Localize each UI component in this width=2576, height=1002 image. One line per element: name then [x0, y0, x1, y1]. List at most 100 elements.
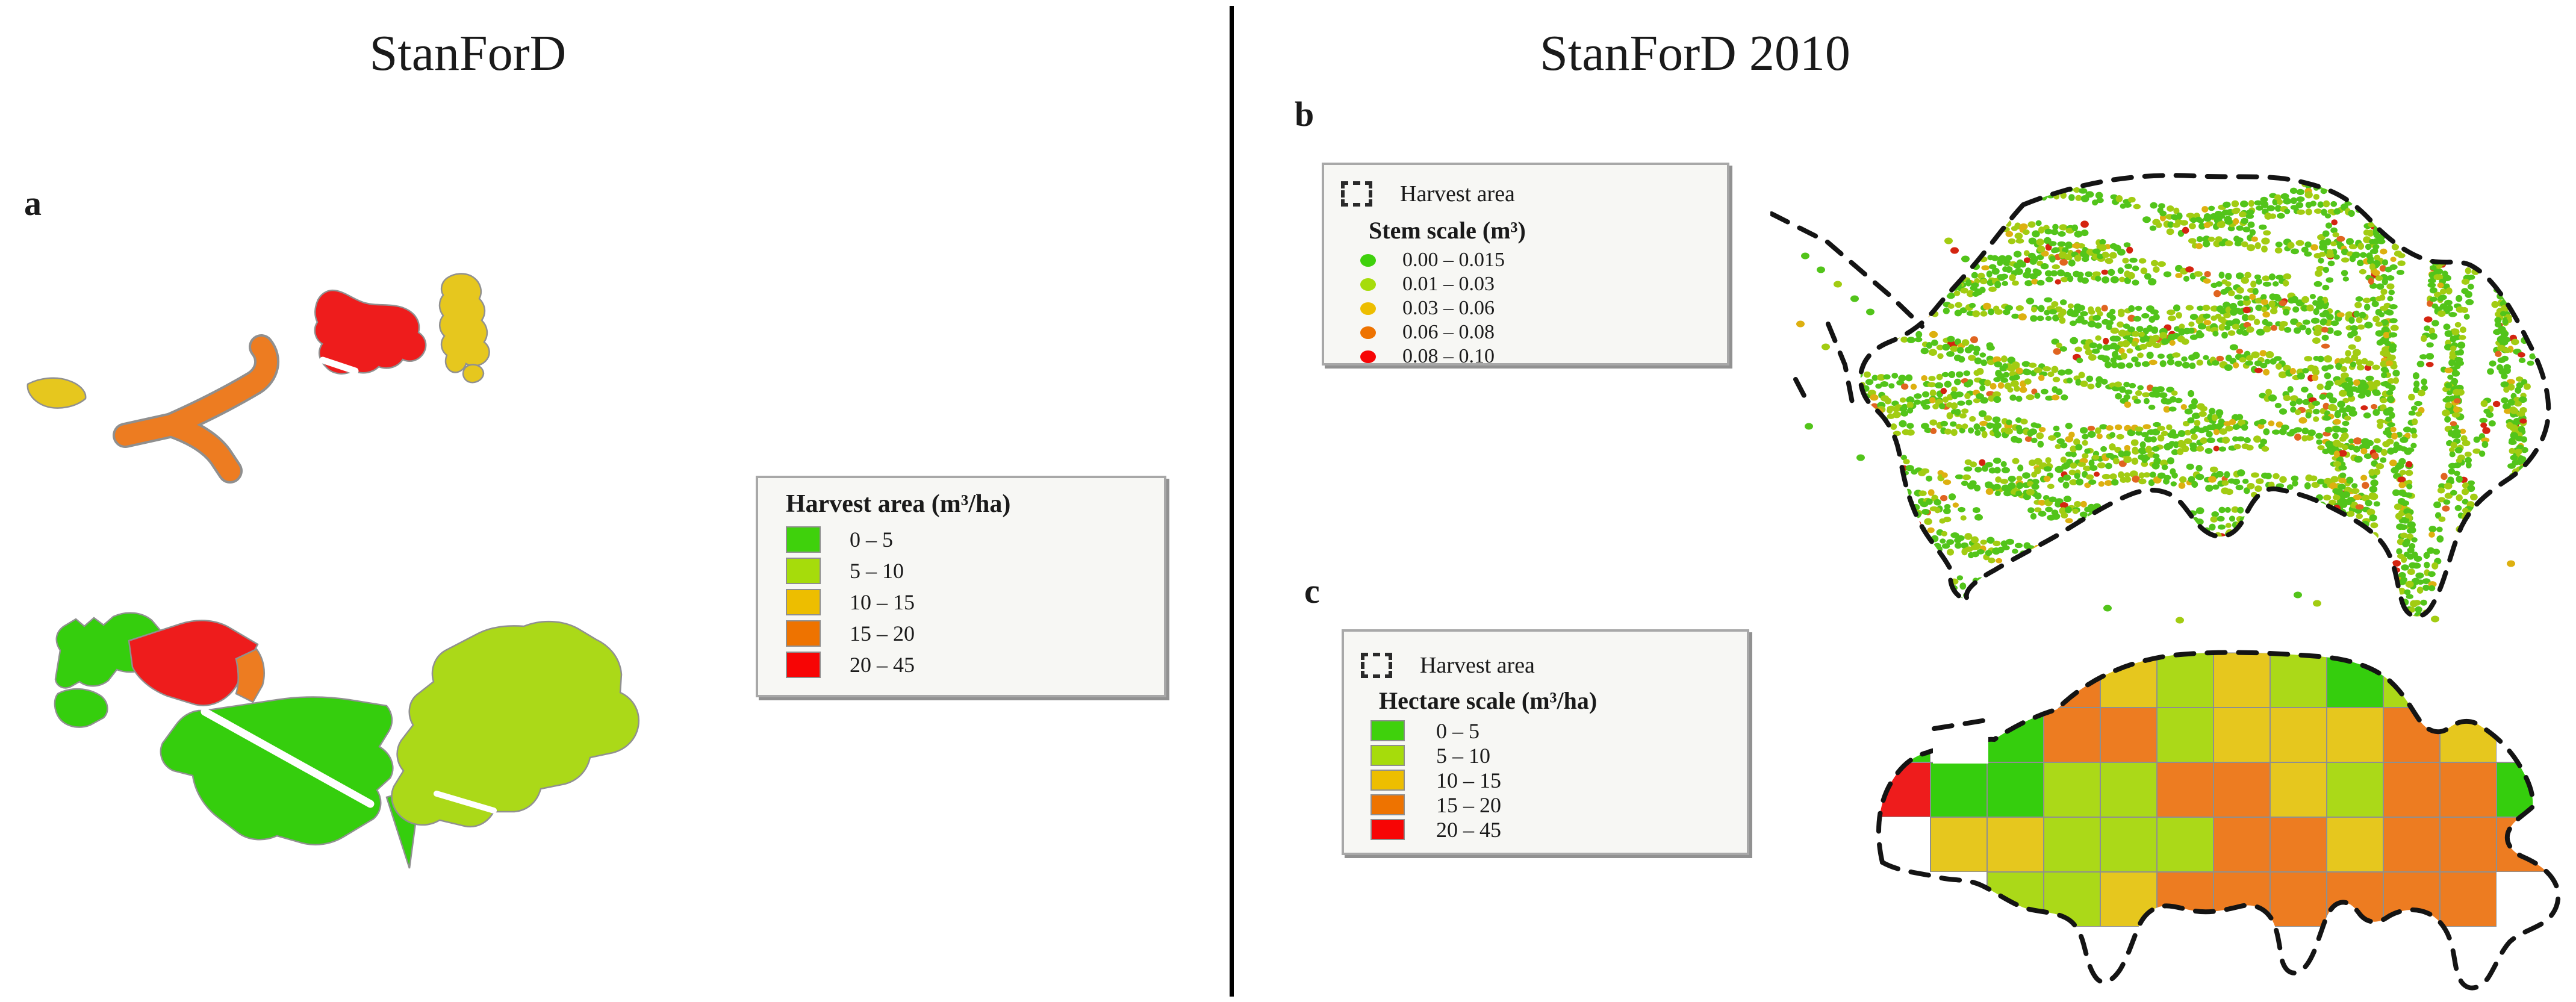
legend-item-label: 10 – 15	[1436, 768, 1501, 792]
hectare-cell	[1986, 817, 2044, 873]
harvest-area-boundary-c	[1876, 650, 2561, 991]
legend-item: 10 – 15	[786, 587, 1164, 618]
map-a-yellow-strip	[438, 273, 490, 373]
outside-stem-dot	[1944, 237, 1953, 244]
outside-stem-dot	[1796, 320, 1805, 328]
hectare-cell	[2270, 871, 2327, 927]
legend-item-label: 0.03 – 0.06	[1402, 297, 1495, 319]
legend-item: 0.08 – 0.10	[1340, 344, 1727, 369]
legend-item-label: 0.00 – 0.015	[1402, 249, 1505, 271]
hectare-cell	[2439, 707, 2497, 763]
hectare-cell	[1986, 871, 2044, 927]
hectare-cell	[2214, 927, 2270, 982]
legend-hectare-scale: Harvest area Hectare scale (m³/ha) 0 – 5…	[1342, 629, 1749, 855]
hectare-cell	[2156, 707, 2214, 763]
outside-stem-dot	[1817, 266, 1825, 273]
legend-color-swatch	[1370, 794, 1405, 815]
hectare-cell	[1879, 872, 1930, 927]
legend-b-area-row: Harvest area	[1340, 181, 1727, 207]
legend-a-title: Harvest area (m³/ha)	[786, 490, 1011, 518]
hectare-cell	[1879, 653, 1930, 708]
legend-item: 15 – 20	[786, 618, 1164, 649]
legend-item-label: 0.06 – 0.08	[1402, 321, 1495, 343]
hectare-cell	[1879, 927, 1930, 982]
hectare-cell	[1930, 762, 1988, 818]
map-stem-points-stanford2010	[1770, 173, 2551, 624]
legend-color-swatch	[1370, 770, 1405, 791]
map-a-red-wedge	[128, 620, 259, 706]
legend-item: 10 – 15	[1360, 768, 1747, 792]
outside-stem-dot	[2176, 617, 2184, 624]
legend-item: 0 – 5	[786, 524, 1164, 555]
stem-dot-cloud	[1860, 175, 2549, 617]
hectare-cell	[2439, 817, 2497, 873]
hectare-cell	[1930, 653, 1987, 708]
harvest-area-boundary-b-tail	[1770, 211, 1924, 409]
legend-c-area-row: Harvest area	[1360, 652, 1747, 679]
legend-item-label: 0 – 5	[850, 527, 893, 552]
legend-item-label: 20 – 45	[1436, 817, 1501, 842]
hectare-cell	[2156, 871, 2214, 927]
legend-item: 20 – 45	[1360, 817, 1747, 842]
legend-dot-marker	[1360, 302, 1376, 315]
hectare-cell	[2497, 653, 2553, 708]
legend-item-label: 15 – 20	[1436, 792, 1501, 817]
legend-b-area-label: Harvest area	[1400, 181, 1515, 207]
hectare-cell-grid	[1879, 652, 2554, 982]
legend-item-label: 0.08 – 0.10	[1402, 345, 1495, 367]
harvest-area-boundary-b	[1858, 173, 2551, 619]
outside-stem-dot	[2313, 600, 2321, 607]
hectare-cell	[2156, 817, 2214, 873]
hectare-cell	[2100, 871, 2158, 927]
right-panel-title: StanForD 2010	[1540, 25, 1850, 81]
hectare-cell	[2497, 708, 2553, 762]
map-a-white-slit-red	[319, 356, 359, 375]
map-a-green-lobe	[54, 688, 108, 728]
boundary-floating-dash	[1932, 718, 1988, 731]
outside-stem-dot	[1801, 252, 1809, 260]
map-a-yellow-blob	[26, 377, 87, 409]
hectare-cell	[1987, 927, 2044, 982]
legend-item-label: 15 – 20	[850, 621, 915, 646]
legend-dot-marker	[1360, 350, 1376, 363]
hectare-cell	[2100, 707, 2158, 763]
legend-item-label: 0 – 5	[1436, 718, 1479, 743]
legend-color-swatch	[786, 652, 821, 678]
hectare-cell	[2100, 817, 2158, 873]
harvest-area-boundary-icon	[1361, 653, 1392, 678]
hectare-cell	[2043, 762, 2101, 818]
legend-item: 5 – 10	[1360, 743, 1747, 768]
hectare-cell	[2383, 707, 2441, 763]
hectare-cell	[2496, 762, 2554, 818]
map-a-white-slit-lime	[434, 791, 497, 814]
legend-color-swatch	[786, 620, 821, 647]
legend-dot-marker	[1360, 278, 1376, 291]
legend-item-label: 10 – 15	[850, 590, 915, 614]
map-a-lime-mass	[391, 620, 639, 828]
legend-item: 5 – 10	[786, 555, 1164, 587]
hectare-cell	[2100, 762, 2158, 818]
outside-stem-dot	[1856, 454, 1865, 461]
hectare-cell	[2326, 871, 2384, 927]
legend-item: 15 – 20	[1360, 792, 1747, 817]
map-a-orange-sliver	[235, 648, 265, 703]
legend-dot-marker	[1360, 254, 1376, 267]
map-a-orange-snake	[115, 337, 277, 481]
hectare-cell	[2213, 707, 2271, 763]
hectare-cell	[2383, 817, 2441, 873]
hectare-cell	[2326, 762, 2384, 818]
hectare-cell	[2383, 762, 2441, 818]
legend-item-label: 5 – 10	[1436, 743, 1490, 768]
hectare-cell	[2213, 817, 2271, 873]
map-a-red-blob	[314, 290, 427, 375]
outside-stem-dot	[1950, 247, 1959, 254]
legend-item: 0.00 – 0.015	[1340, 248, 1727, 272]
panel-divider	[1230, 6, 1234, 997]
legend-item: 0.03 – 0.06	[1340, 296, 1727, 320]
panel-label-c: c	[1304, 571, 1320, 611]
legend-item-label: 5 – 10	[850, 559, 904, 583]
legend-item: 0.01 – 0.03	[1340, 272, 1727, 296]
